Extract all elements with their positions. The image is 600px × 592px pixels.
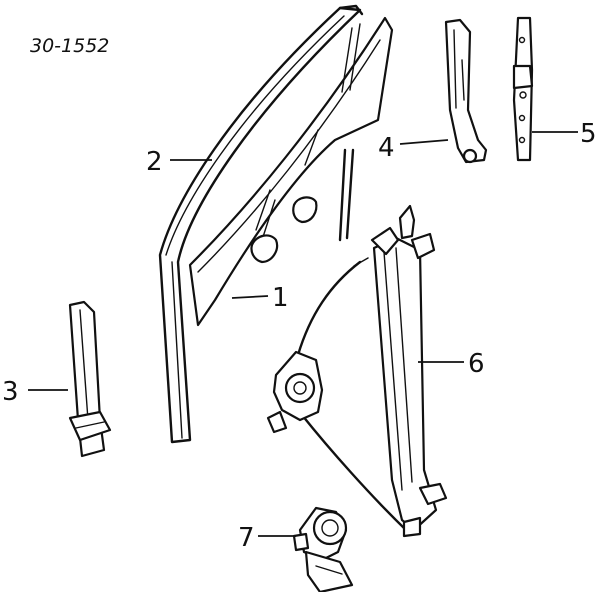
callout-7: 7 — [238, 523, 255, 553]
callout-6: 6 — [468, 349, 485, 379]
part-3-rear-channel — [68, 300, 112, 458]
callout-2: 2 — [146, 147, 163, 177]
part-2-run-channel — [158, 4, 364, 444]
part-5-bracket — [512, 16, 534, 162]
part-7-motor — [292, 506, 354, 592]
part-4-front-channel — [444, 18, 488, 164]
leader-4 — [399, 139, 449, 145]
callout-4: 4 — [378, 133, 395, 163]
callout-3: 3 — [2, 377, 19, 407]
part-6-window-regulator — [266, 204, 448, 538]
callout-1: 1 — [272, 283, 289, 313]
callout-5: 5 — [580, 119, 597, 149]
part-1-window-glass — [188, 16, 394, 327]
diagram-code: 30-1552 — [30, 35, 109, 57]
leader-1 — [231, 295, 269, 299]
